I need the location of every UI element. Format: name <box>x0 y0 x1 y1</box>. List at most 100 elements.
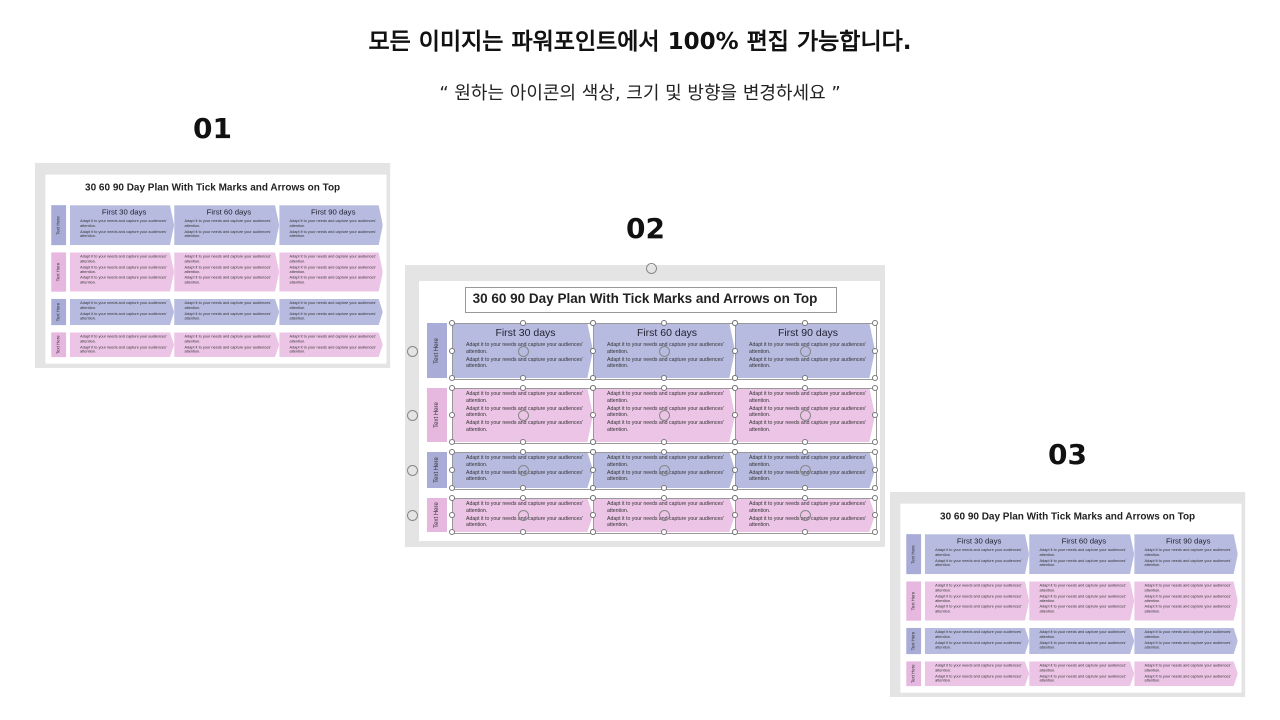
row-label-text: Text Here <box>56 262 61 282</box>
cell-text: Adapt it to your needs and capture your … <box>80 218 167 229</box>
resize-handle[interactable] <box>732 320 738 326</box>
resize-handle[interactable] <box>449 320 455 326</box>
resize-handle[interactable] <box>519 375 526 381</box>
rotate-handle-icon[interactable] <box>407 410 418 421</box>
resize-handle[interactable] <box>519 320 526 326</box>
resize-handle[interactable] <box>519 485 526 491</box>
resize-handle[interactable] <box>661 485 667 491</box>
resize-handle[interactable] <box>449 385 455 391</box>
resize-handle[interactable] <box>802 495 808 501</box>
resize-handle[interactable] <box>519 495 526 501</box>
resize-handle[interactable] <box>732 495 738 501</box>
resize-handle[interactable] <box>732 412 738 418</box>
resize-handle[interactable] <box>732 449 738 455</box>
row-label-text: Text Here <box>56 215 61 235</box>
resize-handle[interactable] <box>732 485 738 491</box>
resize-handle[interactable] <box>732 375 738 381</box>
resize-handle[interactable] <box>590 529 596 535</box>
resize-handle[interactable] <box>872 495 878 501</box>
resize-handle[interactable] <box>872 375 878 381</box>
resize-handle[interactable] <box>661 375 667 381</box>
resize-handle[interactable] <box>802 375 808 381</box>
resize-handle[interactable] <box>661 320 667 326</box>
resize-handle[interactable] <box>449 347 455 354</box>
resize-handle[interactable] <box>449 412 455 418</box>
cell-text: Adapt it to your needs and capture your … <box>607 405 724 419</box>
resize-handle[interactable] <box>449 449 455 455</box>
cell-text: Adapt it to your needs and capture your … <box>1144 547 1232 558</box>
resize-handle[interactable] <box>872 485 878 491</box>
resize-handle[interactable] <box>872 439 878 445</box>
resize-handle[interactable] <box>872 320 878 326</box>
resize-handle[interactable] <box>802 449 808 455</box>
rotate-handle-icon[interactable] <box>517 465 529 476</box>
resize-handle[interactable] <box>661 495 667 501</box>
resize-handle[interactable] <box>732 512 738 518</box>
resize-handle[interactable] <box>872 412 878 418</box>
resize-handle[interactable] <box>802 529 808 535</box>
resize-handle[interactable] <box>872 449 878 455</box>
resize-handle[interactable] <box>449 495 455 501</box>
resize-handle[interactable] <box>802 439 808 445</box>
resize-handle[interactable] <box>449 485 455 491</box>
resize-handle[interactable] <box>732 439 738 445</box>
resize-handle[interactable] <box>590 385 596 391</box>
resize-handle[interactable] <box>519 449 526 455</box>
rotate-handle-icon[interactable] <box>646 263 657 274</box>
resize-handle[interactable] <box>872 467 878 473</box>
resize-handle[interactable] <box>590 412 596 418</box>
row-label-text: Text Here <box>911 544 916 564</box>
resize-handle[interactable] <box>732 347 738 354</box>
cell-text: Adapt it to your needs and capture your … <box>1039 640 1127 651</box>
resize-handle[interactable] <box>590 467 596 473</box>
rotate-handle-icon[interactable] <box>659 345 670 357</box>
resize-handle[interactable] <box>519 529 526 535</box>
resize-handle[interactable] <box>519 385 526 391</box>
resize-handle[interactable] <box>732 529 738 535</box>
cell-text: Adapt it to your needs and capture your … <box>466 356 583 370</box>
resize-handle[interactable] <box>732 467 738 473</box>
resize-handle[interactable] <box>590 375 596 381</box>
resize-handle[interactable] <box>802 485 808 491</box>
resize-handle[interactable] <box>872 385 878 391</box>
resize-handle[interactable] <box>449 512 455 518</box>
rotate-handle-icon[interactable] <box>659 465 670 476</box>
resize-handle[interactable] <box>661 529 667 535</box>
cell-text: Adapt it to your needs and capture your … <box>1039 583 1127 593</box>
resize-handle[interactable] <box>449 467 455 473</box>
rotate-handle-icon[interactable] <box>800 345 811 357</box>
resize-handle[interactable] <box>802 320 808 326</box>
rotate-handle-icon[interactable] <box>659 410 670 421</box>
resize-handle[interactable] <box>590 347 596 354</box>
resize-handle[interactable] <box>590 439 596 445</box>
resize-handle[interactable] <box>590 512 596 518</box>
resize-handle[interactable] <box>449 375 455 381</box>
rotate-handle-icon[interactable] <box>407 510 418 521</box>
resize-handle[interactable] <box>590 449 596 455</box>
cell-text: Adapt it to your needs and capture your … <box>289 265 377 275</box>
resize-handle[interactable] <box>449 439 455 445</box>
resize-handle[interactable] <box>590 320 596 326</box>
rotate-handle-icon[interactable] <box>800 410 811 421</box>
resize-handle[interactable] <box>661 449 667 455</box>
resize-handle[interactable] <box>590 495 596 501</box>
rotate-handle-icon[interactable] <box>517 345 529 357</box>
rotate-handle-icon[interactable] <box>407 345 418 357</box>
resize-handle[interactable] <box>732 385 738 391</box>
resize-handle[interactable] <box>449 529 455 535</box>
resize-handle[interactable] <box>872 347 878 354</box>
resize-handle[interactable] <box>519 439 526 445</box>
rotate-handle-icon[interactable] <box>407 465 418 476</box>
rotate-handle-icon[interactable] <box>800 510 811 521</box>
rotate-handle-icon[interactable] <box>517 410 529 421</box>
rotate-handle-icon[interactable] <box>659 510 670 521</box>
resize-handle[interactable] <box>802 385 808 391</box>
resize-handle[interactable] <box>590 485 596 491</box>
plan-cell: Adapt it to your needs and capture your … <box>279 298 383 326</box>
resize-handle[interactable] <box>872 512 878 518</box>
resize-handle[interactable] <box>661 439 667 445</box>
resize-handle[interactable] <box>661 385 667 391</box>
rotate-handle-icon[interactable] <box>517 510 529 521</box>
rotate-handle-icon[interactable] <box>800 465 811 476</box>
resize-handle[interactable] <box>872 529 878 535</box>
